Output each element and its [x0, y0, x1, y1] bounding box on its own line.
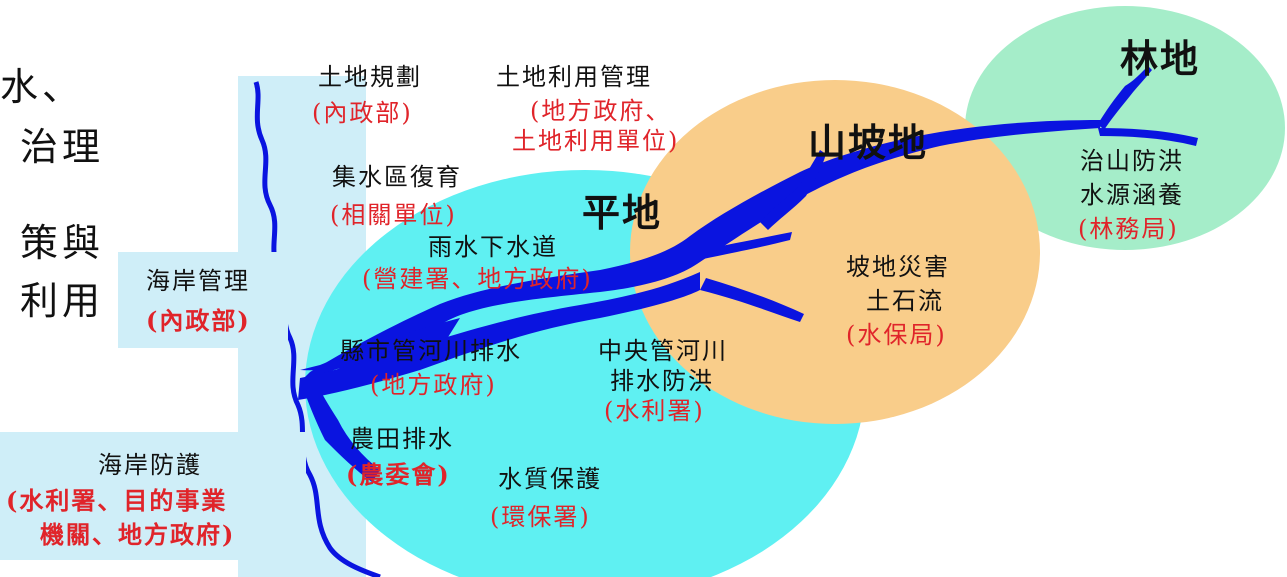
catchment-title: 集水區復育	[332, 163, 462, 191]
forest-flood-title-2: 水源涵養	[1080, 181, 1184, 209]
side-text-2: 治理	[20, 125, 105, 169]
central-river-title-1: 中央管河川	[598, 337, 728, 365]
river-lower	[298, 272, 700, 400]
slope-hazard-agency: (水保局)	[846, 321, 947, 349]
coast-protect-agency-1: (水利署、目的事業	[6, 486, 228, 515]
coast-mgmt-box	[118, 252, 288, 348]
coast-mgmt-title: 海岸管理	[146, 267, 250, 295]
zone-slope-title: 山坡地	[808, 120, 929, 165]
land-planning-agency: (內政部)	[312, 99, 413, 127]
land-use-agency-2: 土地利用單位)	[512, 127, 680, 155]
river-branch-mid	[690, 232, 792, 262]
river-estuary	[300, 378, 380, 482]
side-text-4: 利用	[20, 279, 105, 323]
river-mouth	[300, 318, 460, 371]
water-quality-title: 水質保護	[498, 465, 602, 493]
side-text-1: 水、	[0, 65, 85, 109]
farm-drainage-title: 農田排水	[350, 425, 454, 453]
catchment-agency: (相關單位)	[330, 201, 457, 229]
side-text-3: 策與	[20, 221, 105, 265]
county-river-agency: (地方政府)	[370, 371, 497, 399]
water-quality-agency: (環保署)	[490, 503, 591, 531]
coast-protect-agency-2: 機關、地方政府)	[40, 520, 236, 549]
central-river-title-2: 排水防洪	[610, 367, 714, 395]
slope-hazard-title-1: 坡地災害	[846, 253, 950, 281]
zone-forest-title: 林地	[1120, 36, 1201, 81]
land-planning-title: 土地規劃	[318, 63, 422, 91]
zone-plain-title: 平地	[582, 190, 663, 235]
farm-drainage-agency: (農委會)	[346, 460, 451, 489]
coast-mgmt-agency: (內政部)	[146, 306, 251, 335]
slope-zone	[630, 80, 1040, 424]
land-use-title: 土地利用管理	[496, 63, 652, 91]
river-branch-forest-up	[1098, 66, 1152, 130]
forest-flood-agency: (林務局)	[1078, 215, 1179, 243]
storm-sewer-agency: (營建署、地方政府)	[362, 265, 593, 293]
county-river-title: 縣市管河川排水	[340, 337, 522, 365]
river-branch-lower	[700, 278, 804, 322]
forest-flood-title-1: 治山防洪	[1080, 147, 1184, 175]
land-use-agency-1: (地方政府、	[530, 97, 672, 125]
river-branch-forest-right	[1098, 128, 1198, 146]
coast-protect-box	[0, 432, 306, 560]
coast-protect-title: 海岸防護	[98, 451, 202, 479]
coastline	[253, 81, 381, 577]
slope-hazard-title-2: 土石流	[866, 287, 944, 315]
central-river-agency: (水利署)	[604, 397, 705, 425]
forest-zone	[965, 6, 1285, 250]
river-branch-up	[760, 150, 826, 230]
storm-sewer-title: 雨水下水道	[428, 233, 558, 261]
